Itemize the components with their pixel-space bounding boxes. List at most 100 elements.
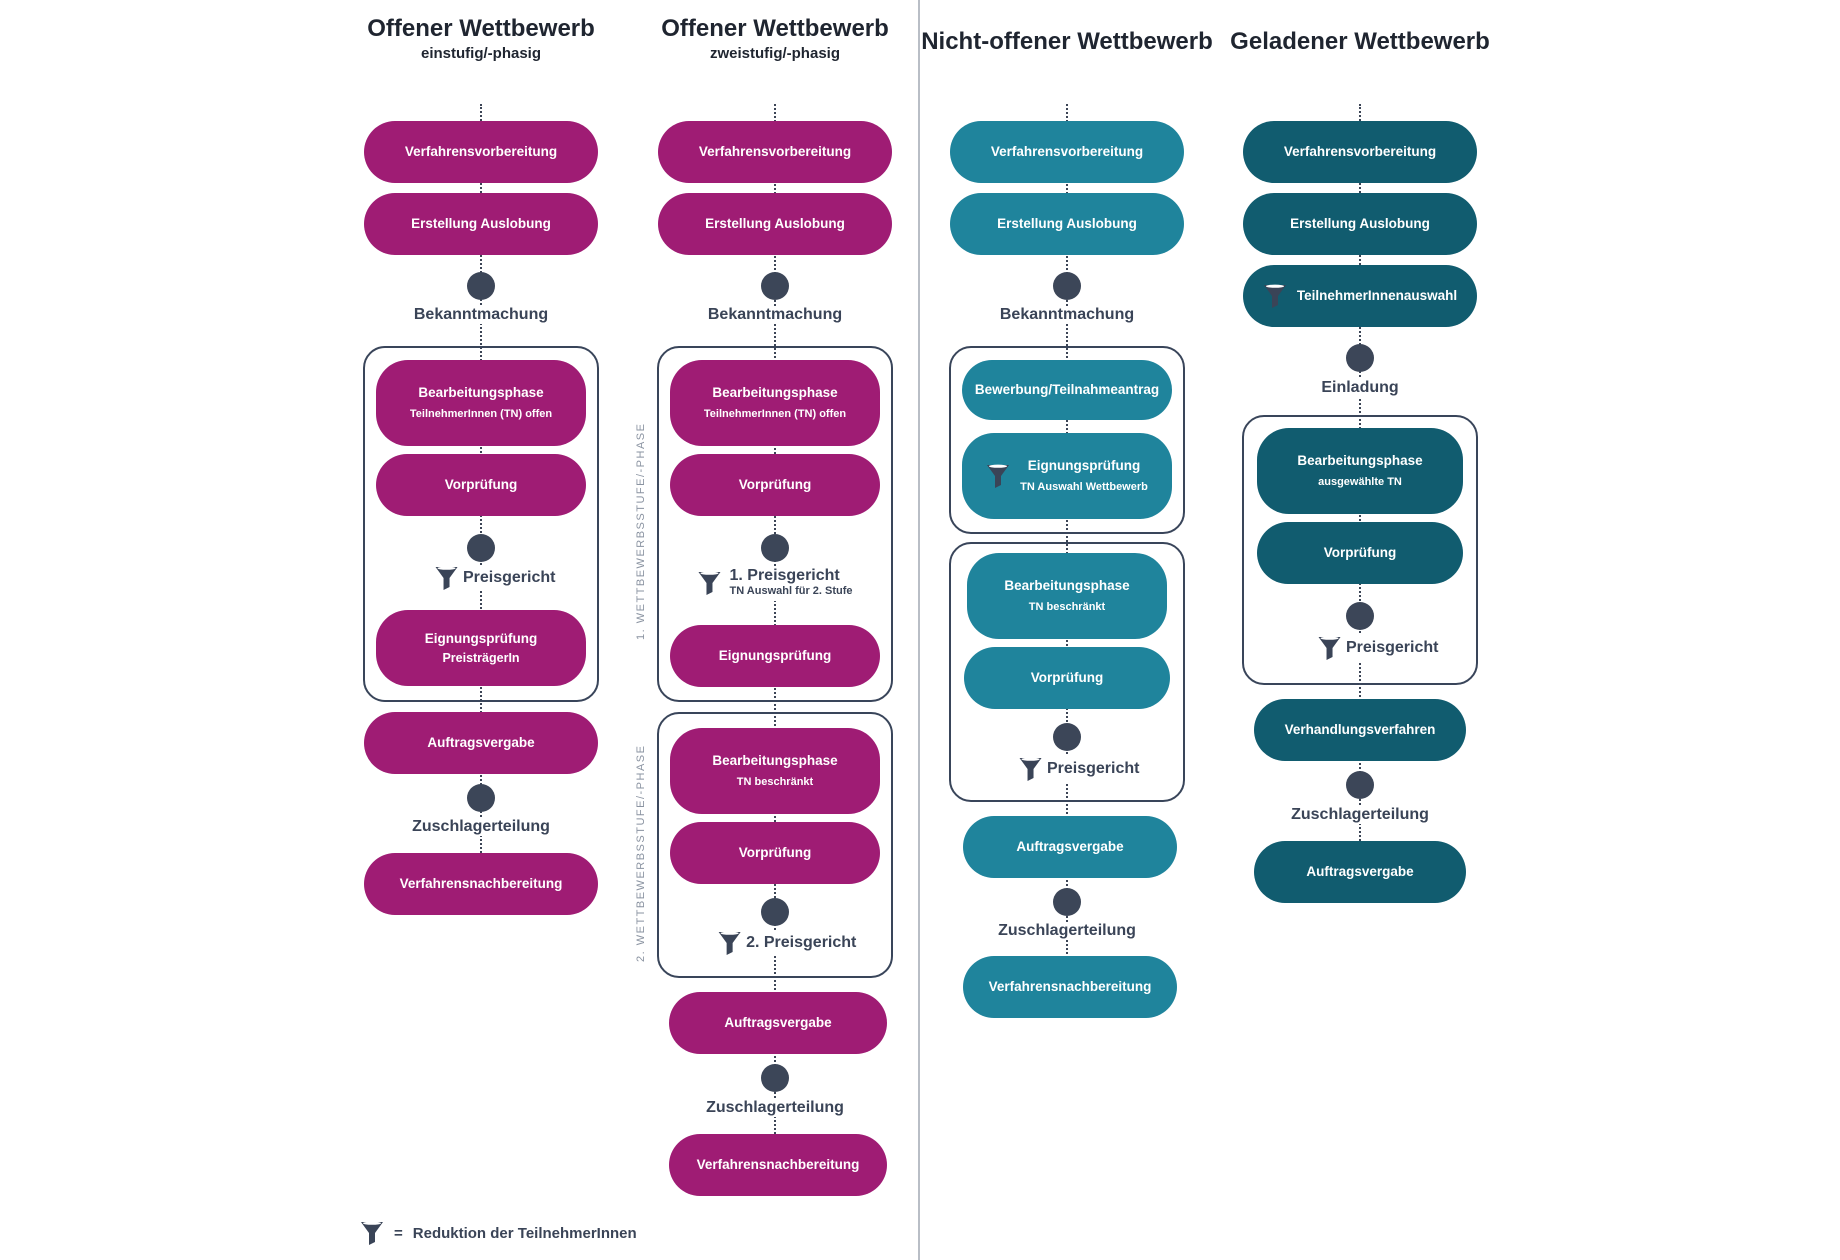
legend-equals: = (394, 1224, 403, 1242)
milestone-node (1053, 272, 1081, 300)
funnel-icon (360, 1220, 384, 1246)
milestone-node (467, 784, 495, 812)
step-label: Vorprüfung (738, 477, 812, 492)
step-bewerbung-teilnahmeantrag: Bewerbung/Teilnahmeantrag (962, 360, 1172, 420)
milestone-node (761, 898, 789, 926)
step-label: Verfahrensnachbereitung (696, 1157, 860, 1172)
step-sublabel: TeilnehmerInnen (TN) offen (409, 408, 553, 420)
step-label: Erstellung Auslobung (1290, 216, 1430, 231)
step-label: Verfahrensvorbereitung (990, 144, 1144, 159)
application-frame (949, 346, 1185, 534)
milestone-preisgericht: Preisgericht (432, 565, 558, 591)
step-teilnehmerinnenauswahl: TeilnehmerInnenauswahl (1243, 265, 1477, 327)
step-eignungspruefung: Eignungsprüfung TN Auswahl Wettbewerb (962, 433, 1172, 519)
step-erstellung-auslobung: Erstellung Auslobung (950, 193, 1184, 255)
step-bearbeitungsphase-2: Bearbeitungsphase TN beschränkt (670, 728, 880, 814)
milestone-node (467, 272, 495, 300)
step-label: Eignungsprüfung (1027, 458, 1141, 473)
step-auftragsvergabe: Auftragsvergabe (364, 712, 598, 774)
step-bearbeitungsphase: Bearbeitungsphase TeilnehmerInnen (TN) o… (376, 360, 586, 446)
step-label: Vorprüfung (738, 845, 812, 860)
phase-frame (1242, 415, 1478, 685)
milestone-preisgericht: Preisgericht (1315, 635, 1441, 661)
step-vorpruefung-2: Vorprüfung (670, 822, 880, 884)
column-title: Geladener Wettbewerb (1230, 28, 1490, 55)
funnel-icon (1019, 756, 1043, 782)
step-label: Vorprüfung (1030, 670, 1104, 685)
step-sublabel: TeilnehmerInnen (TN) offen (703, 408, 847, 420)
step-label: Bewerbung/Teilnahmeantrag (974, 382, 1160, 397)
step-auftragsvergabe: Auftragsvergabe (963, 816, 1177, 878)
step-label: Eignungsprüfung (424, 631, 538, 646)
step-label: Verfahrensvorbereitung (698, 144, 852, 159)
milestone-node (1346, 771, 1374, 799)
step-label: TeilnehmerInnenauswahl (1296, 288, 1458, 303)
step-eignungspruefung: Eignungsprüfung PreisträgerIn (376, 610, 586, 686)
milestone-node (761, 1064, 789, 1092)
step-vorpruefung: Vorprüfung (376, 454, 586, 516)
milestone-zuschlagerteilung: Zuschlagerteilung (1289, 806, 1431, 824)
step-label: Erstellung Auslobung (705, 216, 845, 231)
phase-frame (363, 346, 599, 702)
column-title-text: Offener Wettbewerb (367, 15, 595, 42)
milestone-2-preisgericht: 2. Preisgericht (715, 930, 859, 956)
step-verfahrensnachbereitung: Verfahrensnachbereitung (669, 1134, 887, 1196)
step-label: Bearbeitungsphase (712, 753, 838, 768)
step-erstellung-auslobung: Erstellung Auslobung (1243, 193, 1477, 255)
funnel-icon (1318, 635, 1342, 661)
milestone-sublabel: TN Auswahl für 2. Stufe (729, 585, 853, 597)
funnel-icon (435, 565, 459, 591)
step-label: Auftragsvergabe (1306, 864, 1414, 879)
milestone-preisgericht: Preisgericht (1016, 756, 1142, 782)
step-label: Verfahrensnachbereitung (399, 876, 563, 891)
step-verfahrensvorbereitung: Verfahrensvorbereitung (364, 121, 598, 183)
step-label: Erstellung Auslobung (411, 216, 551, 231)
step-verfahrensvorbereitung: Verfahrensvorbereitung (658, 121, 892, 183)
step-label: Verfahrensnachbereitung (988, 979, 1152, 994)
milestone-bekanntmachung: Bekanntmachung (705, 306, 845, 324)
funnel-icon (1263, 283, 1287, 309)
column-divider (918, 0, 920, 1260)
step-label: Bearbeitungsphase (1004, 578, 1130, 593)
milestone-einladung: Einladung (1319, 379, 1401, 397)
column-title-text: Offener Wettbewerb (661, 15, 889, 42)
step-vorpruefung: Vorprüfung (670, 454, 880, 516)
step-erstellung-auslobung: Erstellung Auslobung (364, 193, 598, 255)
step-sublabel: PreisträgerIn (442, 651, 520, 665)
step-vorpruefung: Vorprüfung (964, 647, 1170, 709)
step-verfahrensnachbereitung: Verfahrensnachbereitung (963, 956, 1177, 1018)
step-sublabel: ausgewählte TN (1318, 476, 1402, 488)
legend: = Reduktion der TeilnehmerInnen (360, 1220, 637, 1246)
step-sublabel: TN beschränkt (1028, 601, 1106, 613)
legend-text: Reduktion der TeilnehmerInnen (412, 1224, 637, 1242)
milestone-node (761, 534, 789, 562)
step-label: Auftragsvergabe (724, 1015, 832, 1030)
step-label: Verfahrensvorbereitung (1283, 144, 1437, 159)
step-bearbeitungsphase: Bearbeitungsphase TN beschränkt (967, 553, 1167, 639)
milestone-zuschlagerteilung: Zuschlagerteilung (704, 1099, 846, 1117)
column-subtitle: zweistufig/-phasig (709, 45, 840, 62)
stage2-frame (657, 712, 893, 978)
milestone-label: Preisgericht (462, 569, 556, 587)
step-label: Bearbeitungsphase (712, 385, 838, 400)
step-bearbeitungsphase: Bearbeitungsphase ausgewählte TN (1257, 428, 1463, 514)
column-subtitle: einstufig/-phasig (421, 45, 541, 62)
milestone-1-preisgericht: 1. Preisgericht TN Auswahl für 2. Stufe (695, 567, 855, 601)
step-verfahrensvorbereitung: Verfahrensvorbereitung (1243, 121, 1477, 183)
step-label: Eignungsprüfung (718, 648, 832, 663)
milestone-node (1053, 723, 1081, 751)
milestone-label: Preisgericht (1345, 639, 1439, 657)
milestone-zuschlagerteilung: Zuschlagerteilung (410, 818, 552, 836)
step-erstellung-auslobung: Erstellung Auslobung (658, 193, 892, 255)
step-vorpruefung: Vorprüfung (1257, 522, 1463, 584)
milestone-label: Preisgericht (1046, 760, 1140, 778)
step-sublabel: TN beschränkt (736, 776, 814, 788)
step-verhandlungsverfahren: Verhandlungsverfahren (1254, 699, 1466, 761)
step-bearbeitungsphase: Bearbeitungsphase TeilnehmerInnen (TN) o… (670, 360, 880, 446)
milestone-node (1346, 344, 1374, 372)
milestone-node (1346, 602, 1374, 630)
step-auftragsvergabe: Auftragsvergabe (1254, 841, 1466, 903)
milestone-label: 2. Preisgericht (746, 934, 857, 952)
milestone-bekanntmachung: Bekanntmachung (997, 306, 1137, 324)
step-label: Erstellung Auslobung (997, 216, 1137, 231)
